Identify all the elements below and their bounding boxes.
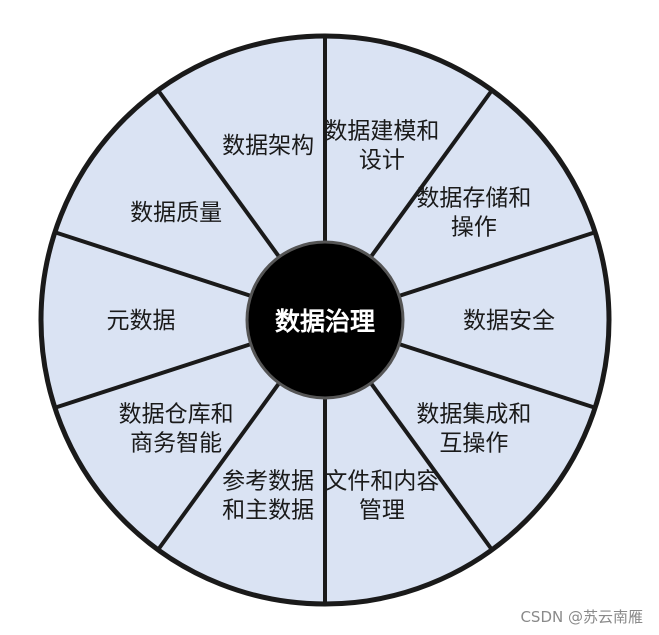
sector-dividers <box>54 36 596 604</box>
sector-label-line: 数据存储和 <box>416 185 531 211</box>
sector-divider <box>156 381 281 551</box>
sector-label: 参考数据和主数据 <box>222 468 314 523</box>
sector-label-line: 数据架构 <box>222 133 314 159</box>
sector-label: 数据集成和互操作 <box>416 402 531 457</box>
sector-label-line: 数据安全 <box>463 308 555 334</box>
sector-divider <box>156 89 281 259</box>
sector-label: 数据仓库和商务智能 <box>119 402 234 457</box>
sector-label: 数据架构 <box>222 133 314 159</box>
sector-label: 数据质量 <box>130 200 222 226</box>
sector-divider <box>398 230 596 298</box>
sector-divider <box>54 342 252 410</box>
hub-label: 数据治理 <box>275 307 375 336</box>
hub-circle <box>245 240 405 400</box>
sector-label-line: 元数据 <box>107 308 176 334</box>
sector-label-line: 数据集成和 <box>416 402 531 428</box>
sector-label: 元数据 <box>107 308 176 334</box>
sector-divider <box>369 89 494 259</box>
sector-label-line: 文件和内容 <box>324 468 439 494</box>
sector-label-line: 操作 <box>451 214 497 240</box>
sector-label-line: 数据建模和 <box>324 119 439 145</box>
sector-divider <box>398 342 596 410</box>
sector-label: 数据建模和设计 <box>324 119 439 174</box>
sector-label-line: 设计 <box>359 148 405 174</box>
sector-label-line: 商务智能 <box>130 431 222 457</box>
sector-label-line: 和主数据 <box>222 497 314 523</box>
sector-label-line: 互操作 <box>439 431 508 457</box>
sector-label: 数据存储和操作 <box>416 185 531 240</box>
watermark: CSDN @苏云南雁 <box>520 608 643 626</box>
sector-labels: 数据建模和设计数据存储和操作数据安全数据集成和互操作文件和内容管理参考数据和主数… <box>107 119 556 524</box>
sector-label: 数据安全 <box>463 308 555 334</box>
sector-label-line: 参考数据 <box>222 468 314 494</box>
sector-divider <box>369 381 494 551</box>
sector-divider <box>54 230 252 298</box>
sector-label-line: 数据质量 <box>130 200 222 226</box>
sector-label-line: 管理 <box>359 497 405 523</box>
sector-label: 文件和内容管理 <box>324 468 439 523</box>
sector-label-line: 数据仓库和 <box>119 402 234 428</box>
